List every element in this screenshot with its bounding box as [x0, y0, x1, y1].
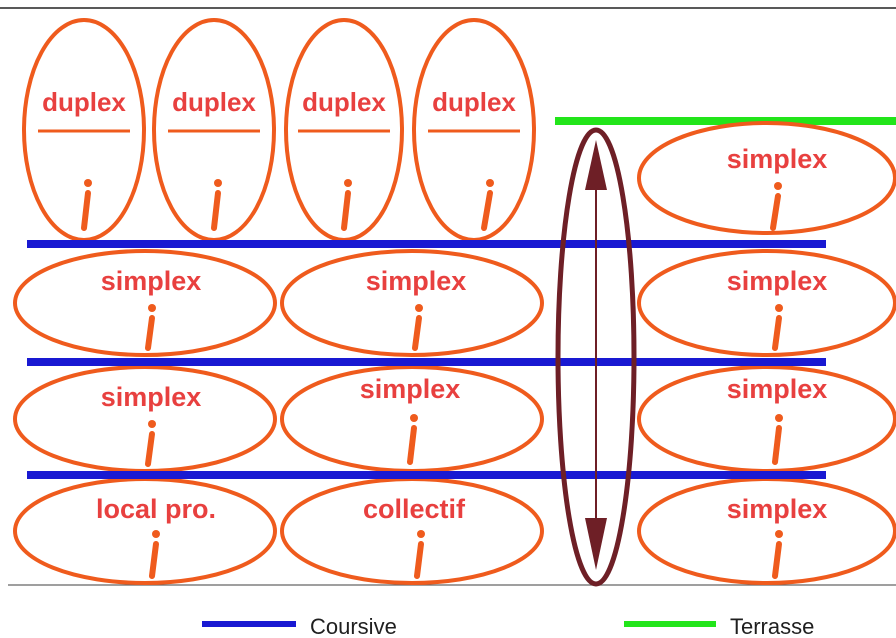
simplex-unit: simplex — [637, 477, 896, 585]
unit-label: duplex — [172, 87, 256, 117]
person-icon — [481, 179, 494, 231]
unit-label: simplex — [366, 266, 467, 296]
person-icon — [145, 304, 156, 351]
unit-label: simplex — [727, 144, 828, 174]
duplex-unit: duplex — [22, 18, 146, 242]
unit-label: simplex — [727, 374, 828, 404]
unit-label: simplex — [727, 266, 828, 296]
collectif-unit: collectif — [280, 477, 544, 585]
arrow-down-icon — [585, 518, 607, 570]
local-pro-unit: local pro. — [13, 477, 277, 585]
simplex-unit: simplex — [280, 365, 544, 473]
unit-label: simplex — [727, 494, 828, 524]
unit-label: local pro. — [96, 494, 216, 524]
person-icon — [211, 179, 222, 231]
simplex-unit: simplex — [637, 365, 896, 473]
simplex-unit: simplex — [637, 121, 896, 235]
unit-label: simplex — [360, 374, 461, 404]
person-icon — [772, 414, 783, 465]
person-icon — [770, 182, 782, 231]
duplex-unit: duplex — [412, 18, 536, 242]
person-icon — [341, 179, 352, 231]
legend-label-terrasse: Terrasse — [730, 614, 814, 638]
simplex-unit: simplex — [637, 249, 896, 357]
unit-label: duplex — [432, 87, 516, 117]
simplex-unit: simplex — [13, 249, 277, 357]
unit-label: duplex — [42, 87, 126, 117]
simplex-unit: simplex — [13, 365, 277, 473]
person-icon — [772, 530, 783, 579]
unit-label: duplex — [302, 87, 386, 117]
unit-label: simplex — [101, 382, 202, 412]
legend-label-coursive: Coursive — [310, 614, 397, 638]
legend-item-terrasse: Terrasse — [624, 614, 814, 638]
unit-label: simplex — [101, 266, 202, 296]
legend-item-coursive: Coursive — [202, 614, 397, 638]
person-icon — [145, 420, 156, 467]
person-icon — [81, 179, 92, 231]
unit-label: collectif — [363, 494, 466, 524]
person-icon — [407, 414, 418, 465]
person-icon — [412, 304, 423, 351]
person-icon — [414, 530, 425, 579]
duplex-unit: duplex — [284, 18, 404, 242]
duplex-unit: duplex — [152, 18, 276, 242]
person-icon — [149, 530, 160, 579]
legend: Coursive Terrasse — [202, 614, 814, 638]
arrow-up-icon — [585, 140, 607, 190]
person-icon — [772, 304, 783, 351]
simplex-unit: simplex — [280, 249, 544, 357]
vertical-circulation — [555, 127, 637, 587]
